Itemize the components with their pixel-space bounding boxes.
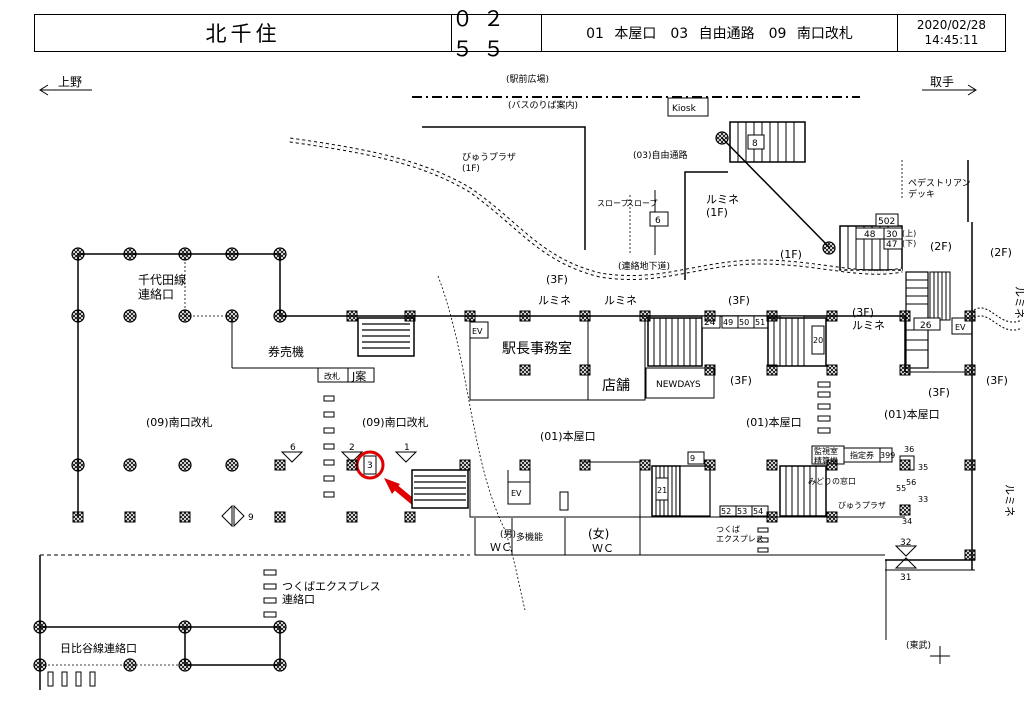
floor-3f-c-label: (3F) [730, 374, 752, 387]
pedestrian-deck-label: ペデストリアンデッキ [908, 177, 971, 200]
midori-label: みどりの窓口 [808, 476, 856, 486]
sign-56: 56 [906, 478, 916, 487]
down-label: (下) [902, 239, 916, 248]
direction-right: 取手 [922, 75, 977, 96]
escalator-24: 24 [704, 318, 716, 328]
floor-3f-e-label: (3F) [986, 374, 1008, 387]
station-plaza-label: (駅前広場) [506, 73, 549, 85]
lumine-1f-label: ルミネ(1F) [706, 193, 739, 219]
lumine-vertical-top: ルミネ [1013, 286, 1024, 319]
sign-1: 1 [404, 443, 410, 453]
timestamp: 2020/02/28 14:45:11 [898, 15, 1005, 51]
date-text: 2020/02/28 [916, 18, 987, 32]
ev-office: EV [472, 327, 483, 336]
ticket-machines-label: 券売機 [268, 344, 304, 359]
escalator-30: 30 [886, 230, 898, 240]
sign-9: 9 [248, 513, 254, 523]
reserved-ticket-label: 指定券 [850, 450, 874, 460]
chiyoda-link-label: 千代田線連絡口 [138, 272, 186, 301]
direction-left-label: 上野 [58, 75, 82, 89]
direction-left: 上野 [39, 75, 92, 96]
escalator-47: 47 [886, 240, 897, 250]
lumine-a-label: ルミネ [538, 294, 571, 307]
wc-women-label: ＷＣ [592, 542, 614, 555]
escalator-6-top: 6 [655, 216, 661, 226]
escalator-48: 48 [864, 230, 876, 240]
shop-label: 店舗 [602, 378, 630, 394]
sign-35: 35 [918, 463, 928, 472]
location-marker: 3 [355, 450, 420, 509]
tobu-label: (東武) [906, 639, 931, 651]
escalator-49: 49 [723, 318, 733, 327]
marker-number-3: 3 [367, 461, 373, 471]
wc-men-label: ＷＣ [490, 541, 512, 554]
time-text: 14:45:11 [924, 33, 979, 47]
floor-3f-b-label: (3F) [728, 294, 750, 307]
lumine-b-label: ルミネ [604, 294, 637, 307]
sign-6: 6 [290, 443, 296, 453]
sign-33: 33 [918, 495, 928, 504]
escalator-502: 502 [878, 217, 895, 227]
sign-34: 34 [902, 517, 912, 526]
up-label: (上) [902, 229, 916, 238]
slope-label-1: スロープ [597, 199, 629, 208]
escalator-21: 21 [657, 486, 667, 495]
slope-label-2: スロープ [626, 199, 658, 208]
view-plaza-1f-label: びゅうプラザ(1F) [462, 152, 516, 174]
honya-b-label: (01)本屋口 [746, 415, 802, 429]
south-gate-center-label: (09)南口改札 [362, 415, 429, 429]
kiosk-label: Kiosk [672, 104, 697, 114]
exit-list: 01 本屋口 03 自由通路 09 南口改札 [542, 15, 898, 51]
men-label: (男) [500, 529, 516, 540]
tsukuba-link-label: つくばエクスプレス連絡口 [282, 580, 381, 606]
newdays-label: NEWDAYS [656, 380, 701, 390]
floor-2f-a-label: (2F) [930, 240, 952, 253]
floor-3f-lumine-label: (3F)ルミネ [852, 306, 885, 332]
floor-2f-b-label: (2F) [990, 246, 1012, 259]
pillars [33, 247, 976, 672]
honya-c-label: (01)本屋口 [884, 407, 940, 421]
escalator-53: 53 [737, 507, 747, 516]
sign-2: 2 [349, 443, 355, 453]
escalator-20: 20 [813, 336, 823, 345]
free-passage-label: (03)自由通路 [633, 149, 687, 161]
inspection-label: 監視室精算機 [814, 446, 838, 466]
floor-3f-a-label: (3F) [546, 273, 568, 286]
sign-32: 32 [900, 538, 911, 548]
station-office-label: 駅長事務室 [502, 340, 572, 357]
sign-31: 31 [900, 573, 911, 583]
bus-guide-label: (バスのりば案内) [508, 99, 578, 111]
underground-link-label: (連絡地下道) [618, 260, 670, 272]
tsukuba-small-label: つくばエクスプレス [716, 525, 764, 544]
escalator-52: 52 [721, 507, 731, 516]
station-name: 北千住 [35, 15, 452, 51]
escalator-51: 51 [755, 318, 765, 327]
escalator-50: 50 [739, 318, 749, 327]
escalator-9-lower: 9 [690, 454, 695, 463]
escalator-54: 54 [753, 507, 763, 516]
view-plaza-label: びゅうプラザ [838, 501, 886, 510]
direction-right-label: 取手 [930, 75, 954, 89]
gate-small-label: 改札 [324, 371, 340, 381]
floor-3f-d-label: (3F) [928, 386, 950, 399]
lumine-vertical-bottom: ルミネ [1003, 484, 1016, 517]
multi-toilet-label: 多機能 [516, 531, 543, 543]
ev-lower: EV [511, 489, 522, 498]
sign-36: 36 [904, 445, 914, 454]
escalator-26: 26 [920, 321, 932, 331]
j-info-label: J案 [351, 369, 366, 383]
machine-399: 399 [880, 451, 895, 460]
women-label: (女) [588, 526, 609, 541]
floor-1f-label: (1F) [780, 248, 802, 261]
hibiya-link-label: 日比谷線連絡口 [60, 641, 137, 655]
escalator-8: 8 [752, 139, 758, 149]
honya-a-label: (01)本屋口 [540, 429, 596, 443]
ev-right: EV [955, 323, 966, 332]
sign-55: 55 [896, 484, 906, 493]
south-gate-left-label: (09)南口改札 [146, 415, 213, 429]
